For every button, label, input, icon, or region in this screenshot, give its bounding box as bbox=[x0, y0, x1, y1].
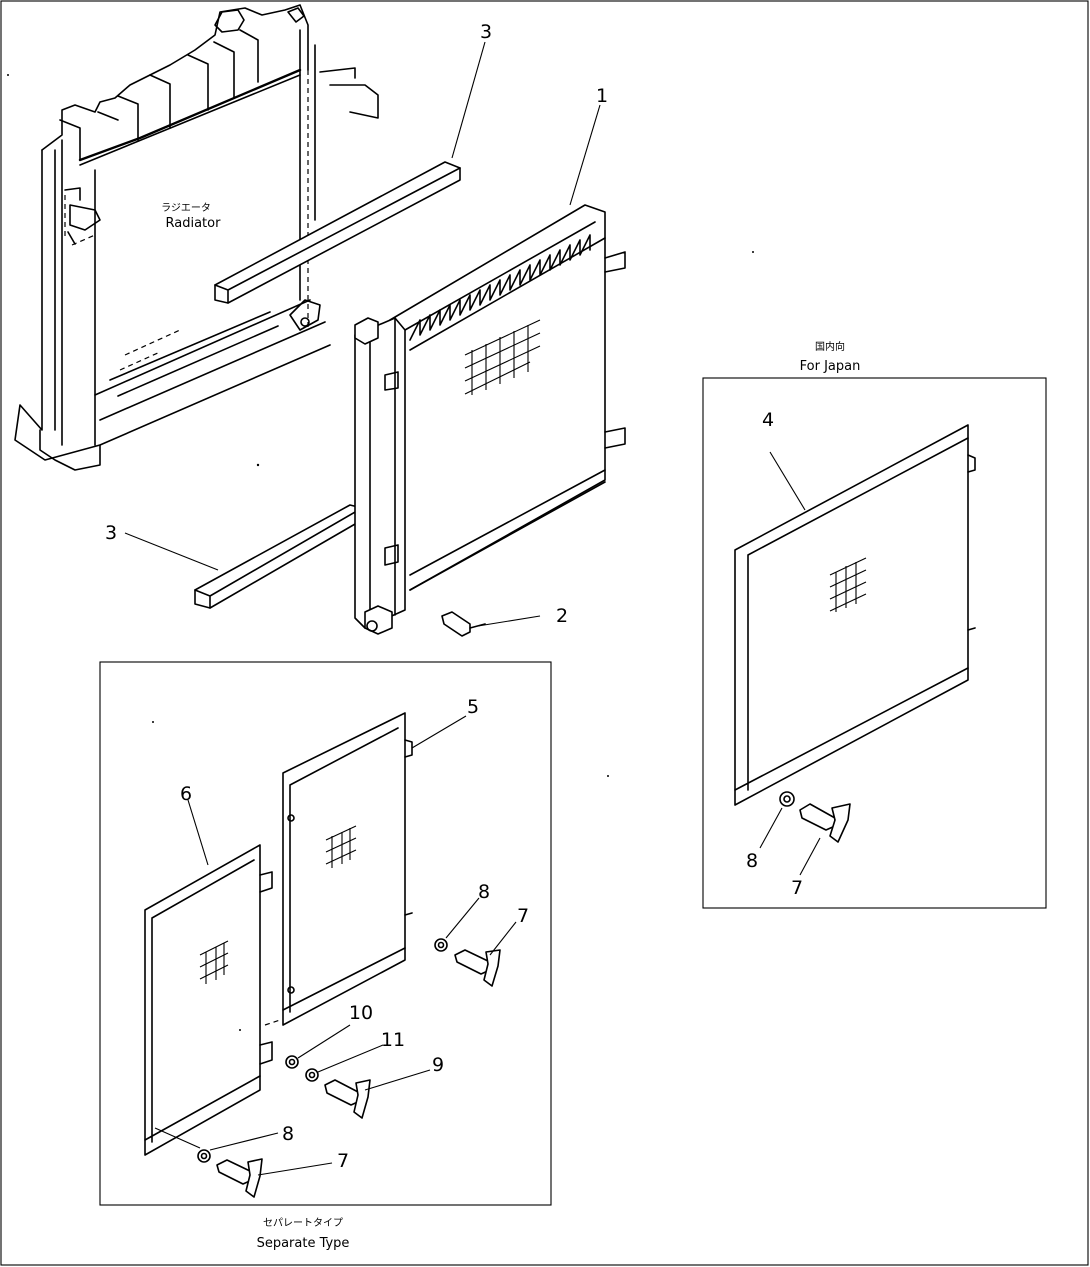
callout-8-separate-lower: 8 bbox=[282, 1123, 294, 1145]
screen-assembly bbox=[354, 204, 626, 635]
callout-3-bottom: 3 bbox=[105, 522, 117, 544]
callout-7-separate-lower: 7 bbox=[337, 1150, 349, 1172]
separate-type-panel: セパレートタイプ Separate Type bbox=[99, 661, 552, 1251]
callout-6: 6 bbox=[180, 783, 192, 805]
radiator-label: Radiator bbox=[166, 216, 222, 231]
callout-leaders-main bbox=[124, 41, 601, 627]
separate-type-box bbox=[99, 661, 552, 1206]
callout-4: 4 bbox=[762, 409, 774, 431]
seal-bar-lower bbox=[194, 504, 363, 609]
callout-9: 9 bbox=[432, 1054, 444, 1076]
separate-type-label: Separate Type bbox=[257, 1236, 350, 1251]
callout-11: 11 bbox=[381, 1029, 405, 1051]
callout-7-japan: 7 bbox=[791, 877, 803, 899]
callout-8-japan: 8 bbox=[746, 850, 758, 872]
seal-bar-upper bbox=[214, 161, 461, 304]
for-japan-box bbox=[702, 377, 1047, 909]
for-japan-panel: 国内向 For Japan bbox=[702, 340, 1047, 909]
scan-specks bbox=[7, 74, 754, 1031]
screen-mesh bbox=[464, 319, 541, 395]
separate-type-label-jp: セパレートタイプ bbox=[263, 1217, 343, 1229]
callout-10: 10 bbox=[349, 1002, 373, 1024]
callout-1: 1 bbox=[596, 85, 608, 107]
callout-8-separate-upper: 8 bbox=[478, 881, 490, 903]
callout-7-separate-upper: 7 bbox=[517, 905, 529, 927]
callout-2: 2 bbox=[556, 605, 568, 627]
for-japan-label: For Japan bbox=[800, 359, 861, 374]
for-japan-label-jp: 国内向 bbox=[815, 340, 845, 353]
callout-5: 5 bbox=[467, 696, 479, 718]
callout-3-top: 3 bbox=[480, 21, 492, 43]
bolt-2 bbox=[441, 611, 486, 637]
radiator-label-jp: ラジエータ bbox=[161, 202, 211, 214]
radiator-drawing: ラジエータ Radiator bbox=[14, 4, 379, 471]
